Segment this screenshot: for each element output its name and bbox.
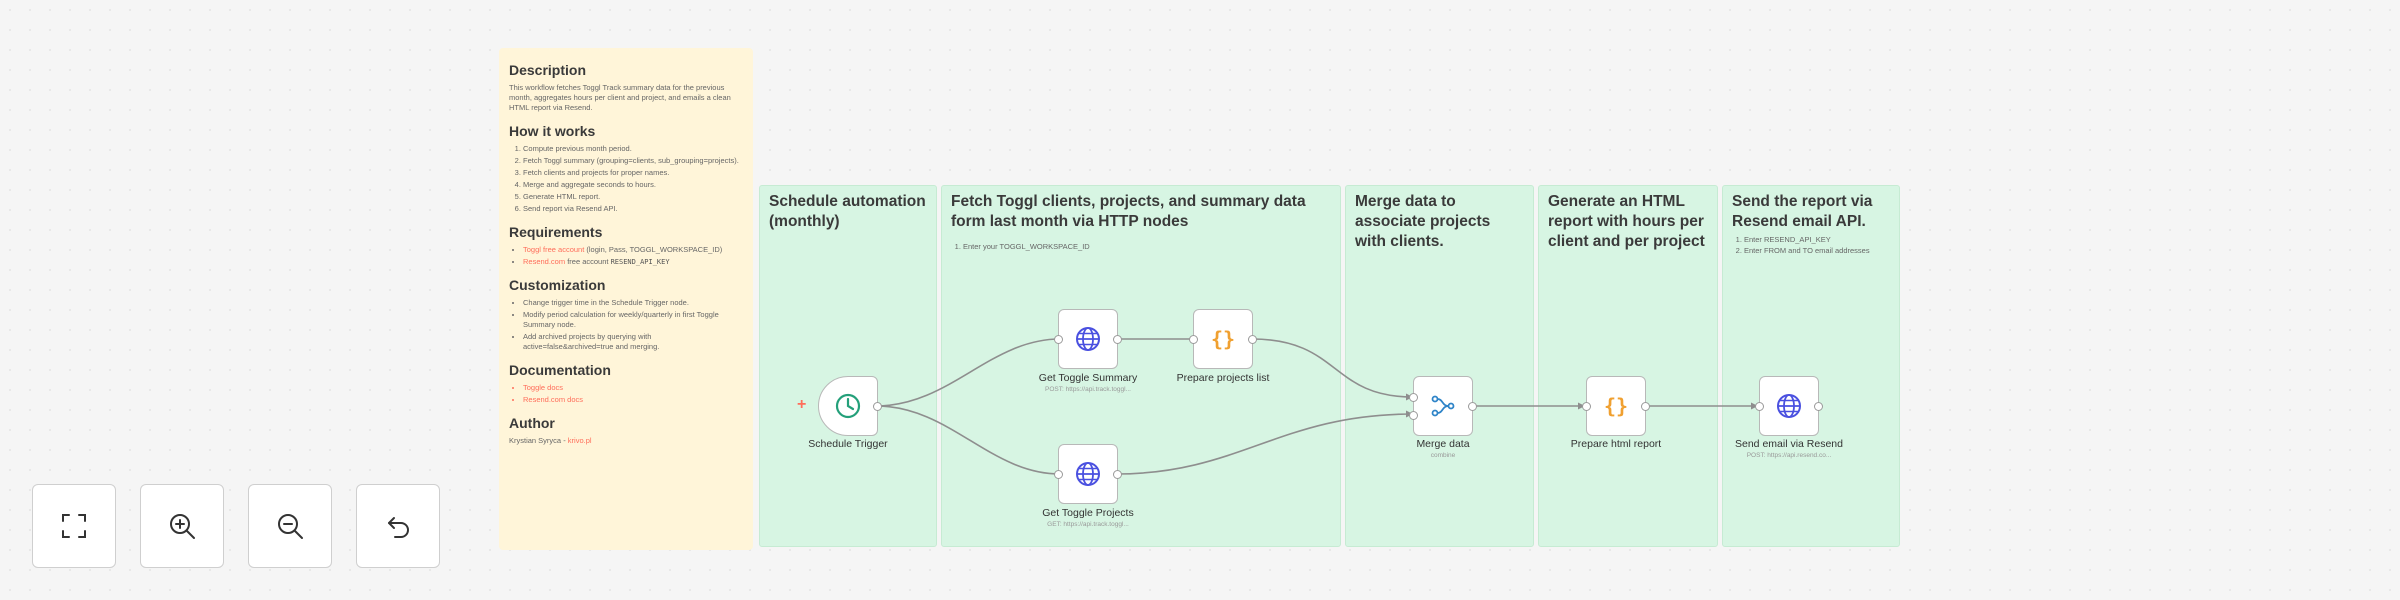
node-label: Prepare projects list (1176, 372, 1270, 384)
author-heading: Author (509, 415, 555, 431)
output-handle[interactable] (873, 402, 882, 411)
send-report-sticky[interactable]: Send the report via Resend email API. En… (1722, 185, 1900, 547)
sticky-title: Merge data to associate projects with cl… (1355, 193, 1491, 250)
description-sticky-note[interactable]: Description This workflow fetches Toggl … (499, 48, 753, 550)
globe-icon (1076, 462, 1100, 486)
fetch-toggl-sticky[interactable]: Fetch Toggl clients, projects, and summa… (941, 185, 1341, 547)
node-subtitle: GET: https://api.track.toggl... (1047, 521, 1129, 528)
output-handle[interactable] (1641, 402, 1650, 411)
sticky-title: Fetch Toggl clients, projects, and summa… (951, 193, 1306, 230)
fit-view-button[interactable] (32, 484, 116, 568)
list-item: Enter your TOGGL_WORKSPACE_ID (963, 242, 1331, 252)
get-toggle-projects-node[interactable] (1054, 444, 1122, 504)
output-handle[interactable] (1248, 335, 1257, 344)
input-handle[interactable] (1582, 402, 1591, 411)
merge-icon (1431, 395, 1455, 417)
globe-icon (1076, 327, 1100, 351)
list-item: Toggl free account (login, Pass, TOGGL_W… (523, 245, 743, 255)
list-item: Merge and aggregate seconds to hours. (523, 180, 743, 190)
input-handle[interactable] (1054, 470, 1063, 479)
how-it-works-list: Compute previous month period. Fetch Tog… (509, 144, 743, 214)
output-handle[interactable] (1814, 402, 1823, 411)
sticky-title: Generate an HTML report with hours per c… (1548, 193, 1705, 250)
author-website-link[interactable]: krivo.pl (567, 436, 592, 445)
output-handle[interactable] (1113, 470, 1122, 479)
zoom-out-icon (278, 514, 303, 539)
svg-text:{}: {} (1604, 394, 1628, 418)
list-item: Send report via Resend API. (523, 204, 743, 214)
prepare-projects-list-node[interactable]: {} (1189, 309, 1257, 369)
sticky-title: Send the report via Resend email API. (1732, 193, 1873, 230)
list-item: Resend.com free account RESEND_API_KEY (523, 257, 743, 267)
add-trigger-plus-icon[interactable]: + (797, 396, 807, 413)
node-label: Get Toggle Summary (1038, 372, 1138, 384)
get-toggle-summary-node[interactable] (1054, 309, 1122, 369)
toggl-account-link[interactable]: Toggl free account (523, 245, 585, 254)
description-text: This workflow fetches Toggl Track summar… (509, 83, 731, 112)
output-handle[interactable] (1468, 402, 1477, 411)
prepare-html-report-node[interactable]: {} (1582, 376, 1650, 436)
reset-zoom-button[interactable] (356, 484, 440, 568)
list-item: Fetch Toggl summary (grouping=clients, s… (523, 156, 743, 166)
documentation-list: Toggle docs Resend.com docs (509, 383, 743, 405)
requirements-heading: Requirements (509, 224, 603, 240)
node-subtitle: POST: https://api.resend.co... (1746, 452, 1832, 459)
list-item: Generate HTML report. (523, 192, 743, 202)
node-subtitle: POST: https://api.track.toggl... (1045, 386, 1131, 393)
requirement-text: free account (567, 257, 609, 266)
resend-docs-link[interactable]: Resend.com docs (523, 395, 743, 405)
input-handle[interactable] (1189, 335, 1198, 344)
generate-report-sticky[interactable]: Generate an HTML report with hours per c… (1538, 185, 1718, 547)
input-handle[interactable] (1054, 335, 1063, 344)
author-name: Krystian Syryca (509, 436, 562, 445)
author-separator: - (563, 436, 568, 445)
zoom-in-icon (170, 514, 195, 539)
sticky-note-list: Enter RESEND_API_KEY Enter FROM and TO e… (1732, 235, 1890, 256)
list-item: Add archived projects by querying with a… (523, 332, 743, 352)
node-label: Merge data (1416, 438, 1470, 450)
node-label: Get Toggle Projects (1042, 507, 1134, 519)
node-label: Prepare html report (1570, 438, 1662, 450)
merge-data-node[interactable] (1409, 376, 1477, 436)
code-braces-icon: {} (1604, 394, 1628, 418)
output-handle[interactable] (1113, 335, 1122, 344)
schedule-trigger-node[interactable] (818, 376, 882, 436)
requirements-list: Toggl free account (login, Pass, TOGGL_W… (509, 245, 743, 267)
description-heading: Description (509, 62, 587, 78)
node-subtitle: combine (1430, 452, 1456, 459)
documentation-heading: Documentation (509, 362, 611, 378)
clock-icon (835, 393, 861, 419)
schedule-automation-sticky[interactable]: Schedule automation (monthly) (759, 185, 937, 547)
sticky-title: Schedule automation (monthly) (769, 193, 926, 230)
code-braces-icon: {} (1211, 327, 1235, 351)
zoom-in-button[interactable] (140, 484, 224, 568)
input-handle-1[interactable] (1409, 393, 1418, 402)
customization-list: Change trigger time in the Schedule Trig… (509, 298, 743, 352)
input-handle-2[interactable] (1409, 411, 1418, 420)
node-label: Send email via Resend (1735, 438, 1843, 450)
author-line: Krystian Syryca - krivo.pl (509, 436, 743, 446)
list-item: Enter RESEND_API_KEY (1744, 235, 1890, 245)
zoom-out-button[interactable] (248, 484, 332, 568)
resend-link[interactable]: Resend.com (523, 257, 566, 266)
undo-icon (388, 517, 409, 538)
send-email-resend-node[interactable] (1755, 376, 1823, 436)
input-handle[interactable] (1755, 402, 1764, 411)
sticky-note-list: Enter your TOGGL_WORKSPACE_ID (951, 242, 1331, 252)
resend-api-key-text: RESEND_API_KEY (610, 258, 670, 266)
customization-heading: Customization (509, 277, 606, 293)
list-item: Fetch clients and projects for proper na… (523, 168, 743, 178)
list-item: Change trigger time in the Schedule Trig… (523, 298, 743, 308)
toggle-docs-link[interactable]: Toggle docs (523, 383, 743, 393)
globe-icon (1777, 394, 1801, 418)
list-item: Compute previous month period. (523, 144, 743, 154)
how-it-works-heading: How it works (509, 123, 596, 139)
fullscreen-icon (62, 514, 86, 538)
list-item: Enter FROM and TO email addresses (1744, 246, 1890, 256)
requirement-text: (login, Pass, TOGGL_WORKSPACE_ID) (586, 245, 723, 254)
list-item: Modify period calculation for weekly/qua… (523, 310, 743, 330)
merge-data-sticky[interactable]: Merge data to associate projects with cl… (1345, 185, 1534, 547)
svg-text:{}: {} (1211, 327, 1235, 351)
node-label: Schedule Trigger (808, 438, 888, 450)
